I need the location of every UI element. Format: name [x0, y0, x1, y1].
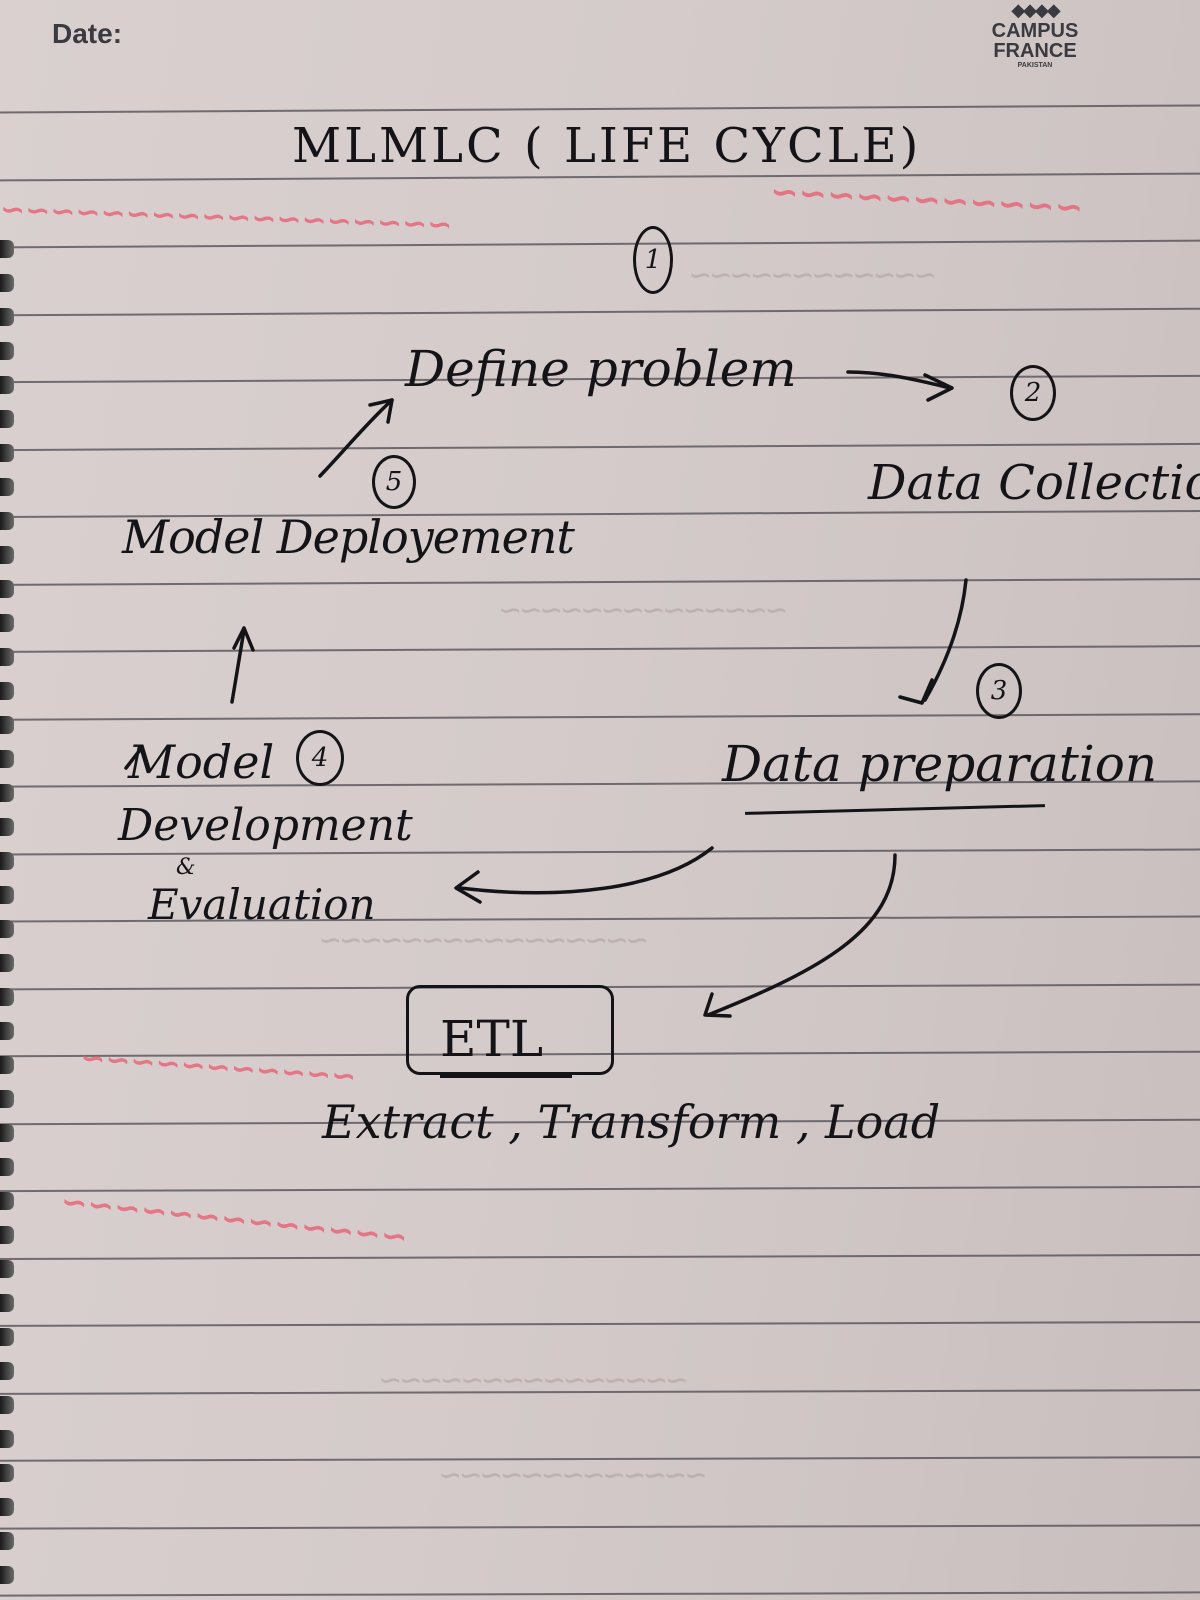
arrow-preparation-to-etl [706, 853, 897, 1017]
spiral-ring [0, 818, 14, 836]
spiral-ring [0, 478, 14, 496]
step-1-label: Define problem [405, 340, 797, 398]
step-3-label: Data preparation [722, 735, 1158, 793]
spiral-ring [0, 1328, 14, 1346]
spiral-ring [0, 1498, 14, 1516]
spiral-ring [0, 1464, 14, 1482]
arrow-collection-to-preparation [923, 578, 968, 702]
spiral-ring [0, 716, 14, 734]
arrow-preparation-to-development [458, 846, 714, 895]
step-2-number: 2 [1010, 365, 1056, 421]
spiral-ring [0, 988, 14, 1006]
etl-label: ETL [440, 1010, 544, 1068]
step-2-label: Data Collection [868, 455, 1200, 511]
step-1-number: 1 [633, 226, 673, 294]
spiral-ring [0, 682, 14, 700]
arrow-development-to-deployment [230, 628, 246, 704]
spiral-ring [0, 1090, 14, 1108]
spiral-ring [0, 886, 14, 904]
spiral-ring [0, 1022, 14, 1040]
brand-logo: ◆◆◆◆ CAMPUS FRANCE PAKISTAN [985, 0, 1085, 71]
spiral-ring [0, 546, 14, 564]
etl-box [406, 985, 614, 1075]
spiral-ring [0, 1056, 14, 1074]
brand-line-2: FRANCE [993, 40, 1077, 62]
brand-line-3: PAKISTAN [1017, 62, 1053, 69]
spiral-ring [0, 648, 14, 666]
page-title: MLMLC ( LIFE CYCLE) [292, 118, 922, 174]
step-4-line-2: Development [118, 800, 413, 851]
spiral-ring [0, 1430, 14, 1448]
spiral-ring [0, 376, 14, 394]
spiral-ring [0, 240, 14, 258]
etl-expansion: Extract , Transform , Load [322, 1095, 941, 1149]
step-3-number: 3 [976, 663, 1022, 719]
spiral-ring [0, 1158, 14, 1176]
spiral-ring [0, 954, 14, 972]
spiral-ring [0, 580, 14, 598]
spiral-ring [0, 1396, 14, 1414]
spiral-ring [0, 444, 14, 462]
date-label: Date: [52, 18, 123, 49]
step-5-label: Model Deployement [122, 510, 575, 564]
spiral-ring [0, 1226, 14, 1244]
arrow-define-to-collection [846, 370, 952, 390]
step-4-number: 4 [296, 730, 344, 786]
spiral-ring [0, 1260, 14, 1278]
brand-line-1: CAMPUS [991, 20, 1079, 42]
etl-underline [440, 1075, 572, 1078]
spiral-ring [0, 308, 14, 326]
step-5-number: 5 [372, 455, 416, 509]
spiral-ring [0, 614, 14, 632]
spiral-ring [0, 342, 14, 360]
logo-diamonds-icon: ◆◆◆◆ [1011, 0, 1060, 21]
arrow-deployment-to-define [318, 398, 394, 478]
step-4-line-1: Model [128, 735, 275, 789]
step-4-line-3: Evaluation [148, 880, 376, 929]
spiral-ring [0, 784, 14, 802]
spiral-ring [0, 920, 14, 938]
spiral-ring [0, 750, 14, 768]
step-4-ampersand: & [176, 855, 196, 880]
spiral-ring [0, 1192, 14, 1210]
spiral-ring [0, 410, 14, 428]
spiral-ring [0, 1294, 14, 1312]
spiral-ring [0, 1362, 14, 1380]
spiral-ring [0, 1532, 14, 1550]
spiral-ring [0, 1566, 14, 1584]
spiral-ring [0, 512, 14, 530]
spiral-ring [0, 274, 14, 292]
spiral-ring [0, 1124, 14, 1142]
spiral-ring [0, 852, 14, 870]
